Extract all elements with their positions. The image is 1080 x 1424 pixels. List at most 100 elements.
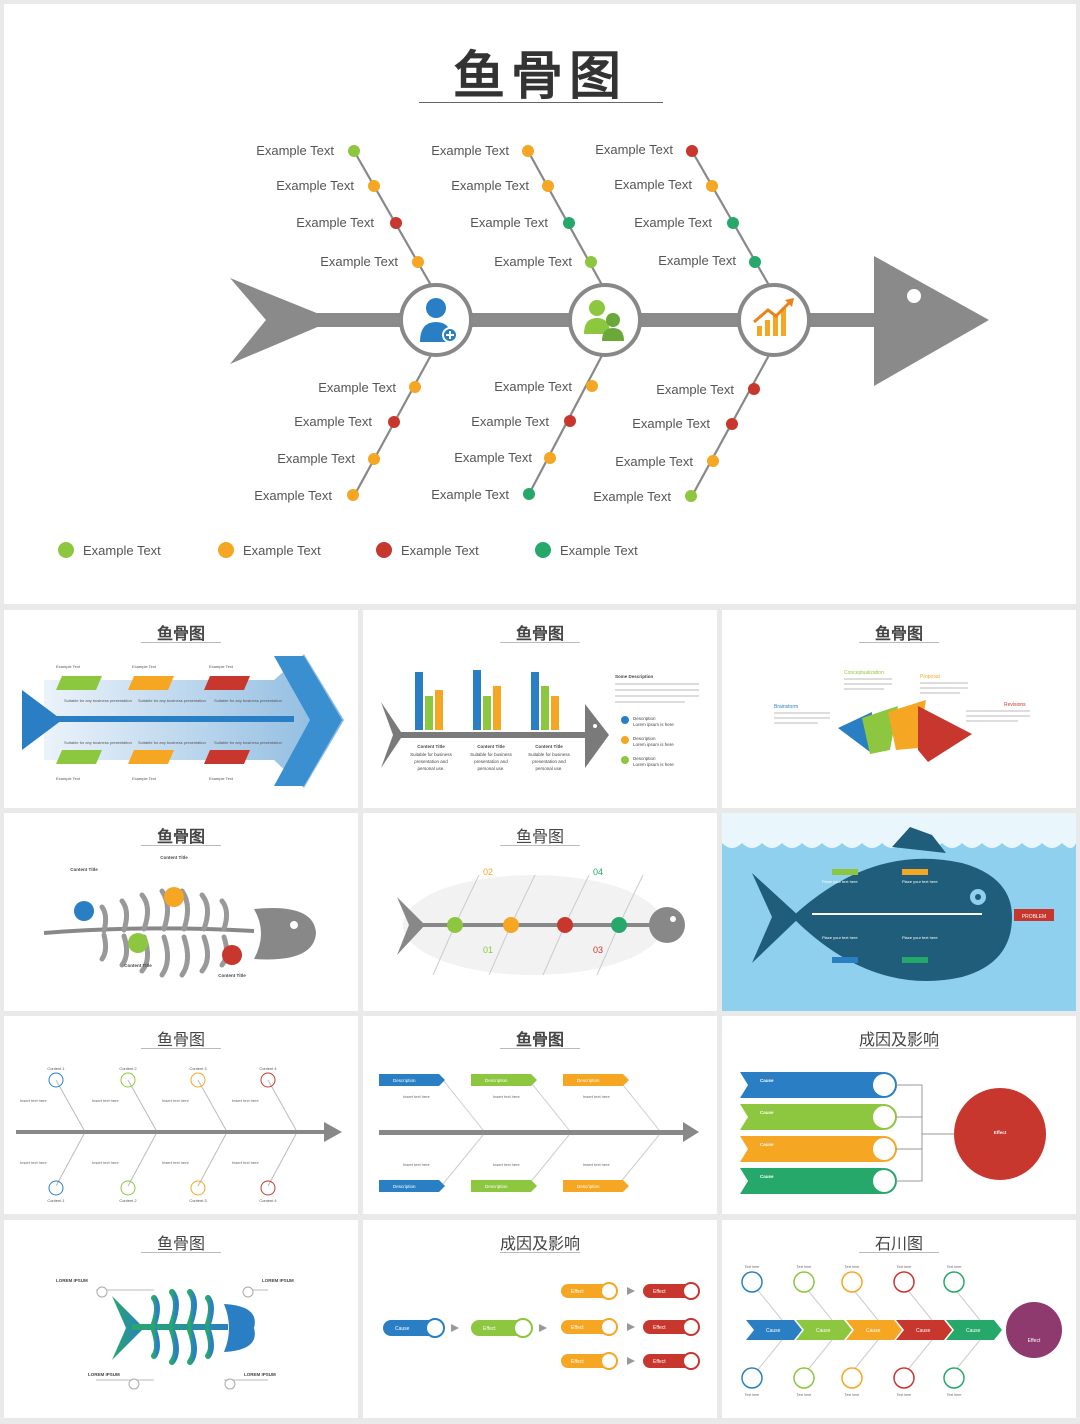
svg-text:Insert text here: Insert text here (583, 1162, 610, 1167)
thumbnail-world-fish[interactable]: 鱼骨图 02 04 01 03 (363, 813, 717, 1011)
svg-text:Suitable for any business pres: Suitable for any business presentation (64, 698, 132, 703)
label: Example Text (431, 143, 509, 158)
svg-text:Text here: Text here (947, 1393, 961, 1397)
svg-text:Effect: Effect (994, 1130, 1007, 1135)
world-fish-graphic: 02 04 01 03 (397, 867, 685, 976)
growth-chart-icon (737, 283, 811, 357)
svg-text:Effect: Effect (653, 1325, 666, 1331)
svg-text:Cause: Cause (760, 1078, 774, 1083)
svg-text:Content Title: Content Title (477, 744, 505, 749)
svg-text:Insert text here: Insert text here (92, 1098, 119, 1103)
gradient-fish-graphic: LOREM IPSUM LOREM IPSUM LOREM IPSUM LORE… (56, 1278, 294, 1390)
label: Example Text (320, 254, 398, 269)
thumbnail-arrow-chevrons[interactable]: 鱼骨图 Brainstorm Conceptualization Proposa… (722, 610, 1076, 808)
hero-slide: 鱼骨图 (4, 4, 1076, 604)
svg-text:Effect: Effect (483, 1326, 496, 1332)
thumbnail-cause-effect-flow[interactable]: 成因及影响 Cause Effect Effect Effect Effect … (363, 1220, 717, 1418)
thumbnail-fish-skeleton[interactable]: 鱼骨图 Content Title Content Title Content … (4, 813, 358, 1011)
svg-text:Content 1: Content 1 (47, 1198, 65, 1203)
svg-text:personal use.: personal use. (535, 766, 562, 771)
svg-text:Insert text here: Insert text here (232, 1160, 259, 1165)
label: Example Text (658, 253, 736, 268)
svg-text:Cause: Cause (760, 1174, 774, 1179)
svg-text:Effect: Effect (653, 1289, 666, 1295)
label: Example Text (632, 416, 710, 431)
thumbnail-arrow-fishbone[interactable]: 鱼骨图 Example Text Example Text Example Te… (4, 610, 358, 808)
user-group-icon (568, 283, 642, 357)
svg-text:Place your text here: Place your text here (902, 879, 938, 884)
svg-text:Place your text here: Place your text here (822, 935, 858, 940)
svg-text:Description: Description (485, 1078, 508, 1083)
fish-head (874, 256, 989, 386)
label: Example Text (593, 489, 671, 504)
svg-text:LOREM IPSUM: LOREM IPSUM (262, 1278, 294, 1283)
fish-tail (230, 278, 334, 364)
svg-text:Example Text: Example Text (132, 776, 157, 781)
label: Example Text (615, 454, 693, 469)
svg-text:presentation and: presentation and (414, 759, 448, 764)
thumbnail-cause-effect-list[interactable]: 成因及影响 Cause Cause Cause Cause Effect (722, 1016, 1076, 1214)
svg-text:Effect: Effect (571, 1289, 584, 1295)
label: Example Text (431, 487, 509, 502)
svg-text:Suitable for any business pres: Suitable for any business presentation (214, 740, 282, 745)
thumbnail-bar-fish[interactable]: 鱼骨图 Content Title Suitable for business … (363, 610, 717, 808)
svg-text:Insert text here: Insert text here (20, 1098, 47, 1103)
tile-title: 石川图 (874, 1234, 923, 1253)
label: Example Text (494, 379, 572, 394)
legend-label: Example Text (243, 543, 321, 558)
svg-text:Content Title: Content Title (160, 855, 188, 860)
tile-title: 鱼骨图 (515, 1030, 564, 1049)
fish-skeleton-graphic: Content Title Content Title Content Titl… (43, 855, 316, 978)
tile-title: 鱼骨图 (156, 827, 205, 846)
tile-title: 鱼骨图 (156, 1030, 205, 1049)
label: Example Text (256, 143, 334, 158)
svg-text:Cause: Cause (816, 1328, 831, 1334)
svg-text:Proposal: Proposal (920, 674, 940, 680)
label: Example Text (254, 488, 332, 503)
svg-text:Description: Description (577, 1078, 600, 1083)
legend-dot (535, 542, 551, 558)
svg-text:LOREM IPSUM: LOREM IPSUM (244, 1372, 276, 1377)
label: Example Text (656, 382, 734, 397)
svg-text:Content 3: Content 3 (189, 1066, 207, 1071)
thumbnail-big-fish[interactable]: PROBLEM Place your text here Place your … (722, 813, 1076, 1011)
svg-text:Content Title: Content Title (535, 744, 563, 749)
upper-labels: Example Text Example Text Example Text E… (256, 142, 736, 269)
svg-text:Suitable for any business pres: Suitable for any business presentation (138, 698, 206, 703)
svg-text:Effect: Effect (571, 1325, 584, 1331)
svg-text:Description: Description (633, 756, 656, 761)
svg-text:PROBLEM: PROBLEM (1022, 914, 1046, 920)
hero-title-underline (419, 102, 663, 103)
svg-text:Example Text: Example Text (132, 664, 157, 669)
svg-text:LOREM IPSUM: LOREM IPSUM (88, 1372, 120, 1377)
thumbnail-gradient-fish[interactable]: 鱼骨图 LOREM IPSUM LOREM IPSUM LOREM IPSUM … (4, 1220, 358, 1418)
tile-title: 成因及影响 (499, 1234, 580, 1253)
legend-label: Example Text (560, 543, 638, 558)
svg-text:LOREM IPSUM: LOREM IPSUM (56, 1278, 88, 1283)
upper-dots (348, 145, 761, 268)
fish-eye (907, 289, 921, 303)
svg-text:Effect: Effect (653, 1359, 666, 1365)
svg-text:Some Description: Some Description (615, 674, 654, 679)
svg-text:personal use.: personal use. (417, 766, 444, 771)
svg-text:02: 02 (483, 867, 493, 877)
lower-labels: Example Text Example Text Example Text E… (254, 379, 734, 504)
svg-text:Insert text here: Insert text here (232, 1098, 259, 1103)
svg-text:Suitable for business: Suitable for business (528, 752, 571, 757)
svg-text:Text here: Text here (797, 1393, 811, 1397)
svg-text:03: 03 (593, 945, 603, 955)
svg-text:Insert text here: Insert text here (162, 1160, 189, 1165)
svg-text:Insert text here: Insert text here (162, 1098, 189, 1103)
thumbnail-line-fishbone[interactable]: 鱼骨图 Inser Text Content 1 Content 2 Conten… (4, 1016, 358, 1214)
svg-text:Content 2: Content 2 (119, 1198, 137, 1203)
label: Example Text (634, 215, 712, 230)
svg-text:Insert text here: Insert text here (20, 1160, 47, 1165)
cause-effect-flow-graphic: Cause Effect Effect Effect Effect Effect… (383, 1282, 700, 1370)
svg-text:Content 1: Content 1 (47, 1066, 65, 1071)
label: Example Text (276, 178, 354, 193)
svg-text:Cause: Cause (395, 1326, 410, 1332)
svg-text:Inser Text: Inser Text (294, 1124, 320, 1130)
